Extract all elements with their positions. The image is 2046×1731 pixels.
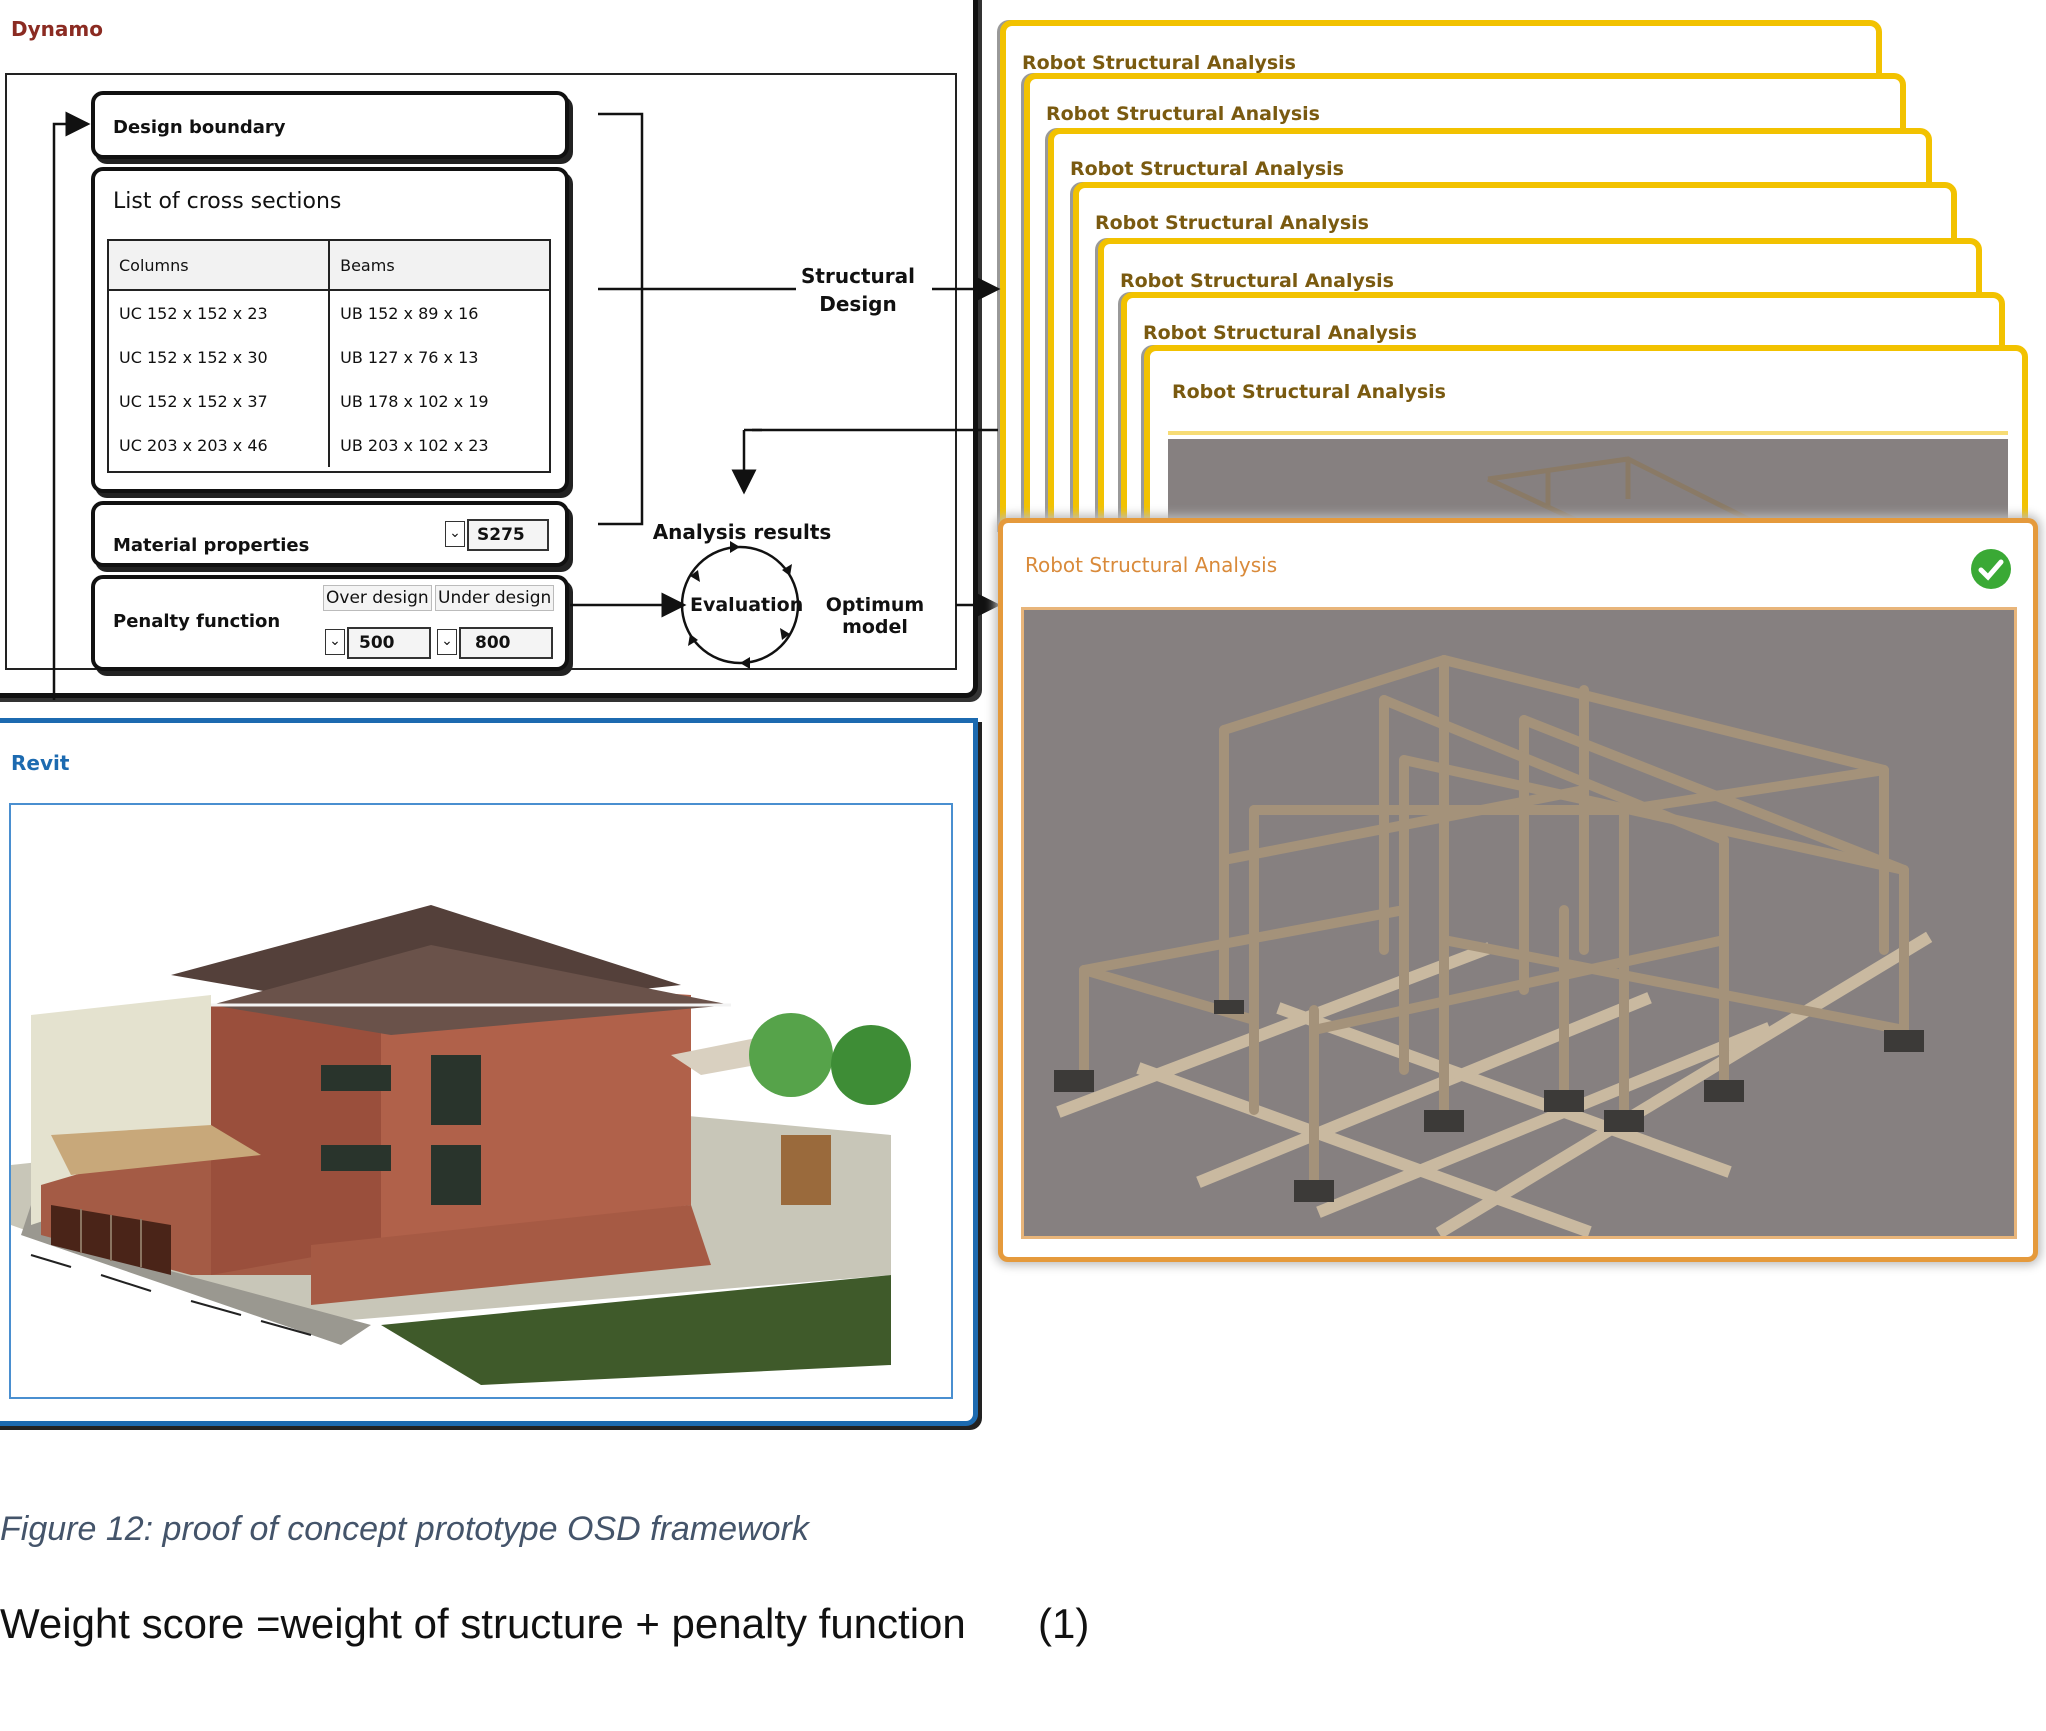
table-row: UC 152 x 152 x 23 UB 152 x 89 x 16 [109, 290, 549, 335]
beam-header: Beams [340, 255, 395, 275]
structural-design-label: Structural Design [801, 264, 915, 316]
check-icon [1971, 549, 2011, 589]
robot-window-title: Robot Structural Analysis [1046, 103, 1320, 125]
column-cell[interactable]: UC 152 x 152 x 23 [109, 290, 331, 335]
cross-sections-node[interactable]: List of cross sections Columns Beams UC … [91, 167, 569, 493]
material-dropdown[interactable]: ⌄ S275 [445, 519, 549, 551]
chevron-down-icon[interactable]: ⌄ [325, 629, 345, 655]
robot-window-title: Robot Structural Analysis [1022, 52, 1296, 74]
robot-window-optimum: Robot Structural Analysis [998, 518, 2038, 1262]
table-row: UC 152 x 152 x 37 UB 178 x 102 x 19 [109, 379, 549, 423]
house-render [11, 905, 911, 1385]
material-properties-label: Material properties [113, 535, 310, 556]
column-cell[interactable]: UC 203 x 203 x 46 [109, 423, 331, 467]
penalty-function-node[interactable]: Penalty function Over design Under desig… [91, 575, 569, 671]
flow-connectors [52, 111, 1001, 700]
revit-viewport[interactable] [9, 803, 953, 1399]
beam-cell[interactable]: UB 178 x 102 x 19 [340, 391, 489, 411]
robot-window-title: Robot Structural Analysis [1172, 381, 1446, 403]
structural-frame-model [1054, 655, 1933, 1239]
dynamo-title: Dynamo [11, 17, 103, 41]
design-boundary-label: Design boundary [113, 117, 286, 138]
column-header: Columns [109, 241, 331, 290]
optimum-model-label: Optimum model [825, 594, 925, 638]
over-design-label: Over design [323, 585, 432, 611]
under-design-label: Under design [435, 585, 555, 611]
revit-title: Revit [11, 751, 70, 775]
robot-window-title: Robot Structural Analysis [1095, 212, 1369, 234]
column-cell[interactable]: UC 152 x 152 x 30 [109, 335, 331, 379]
robot-window-title: Robot Structural Analysis [1120, 270, 1394, 292]
beam-cell[interactable]: UB 203 x 102 x 23 [340, 435, 489, 455]
analysis-results-label: Analysis results [652, 520, 832, 544]
over-design-value: 500 [347, 627, 431, 659]
cross-sections-title: List of cross sections [113, 189, 342, 214]
beam-cell[interactable]: UB 127 x 76 x 13 [340, 347, 479, 367]
penalty-function-label: Penalty function [113, 611, 281, 632]
robot-window-title: Robot Structural Analysis [1143, 322, 1417, 344]
structural-model-viewport[interactable] [1021, 607, 2017, 1239]
table-row: UC 203 x 203 x 46 UB 203 x 102 x 23 [109, 423, 549, 467]
cross-sections-table: Columns Beams UC 152 x 152 x 23 UB 152 x … [107, 239, 551, 473]
chevron-down-icon[interactable]: ⌄ [445, 521, 465, 547]
under-design-dropdown[interactable]: ⌄ 800 [437, 627, 553, 659]
robot-window-title: Robot Structural Analysis [1070, 158, 1344, 180]
column-cell[interactable]: UC 152 x 152 x 37 [109, 379, 331, 423]
table-row: UC 152 x 152 x 30 UB 127 x 76 x 13 [109, 335, 549, 379]
design-boundary-node[interactable]: Design boundary [91, 91, 569, 159]
material-value: S275 [467, 519, 549, 551]
over-design-dropdown[interactable]: ⌄ 500 [325, 627, 431, 659]
under-design-value: 800 [459, 627, 553, 659]
viewport-border [1168, 431, 2008, 435]
material-properties-node[interactable]: Material properties ⌄ S275 [91, 501, 569, 567]
figure-caption: Figure 12: proof of concept prototype OS… [0, 1510, 809, 1548]
chevron-down-icon[interactable]: ⌄ [437, 629, 457, 655]
equation-number: (1) [1038, 1600, 1090, 1647]
robot-front-title: Robot Structural Analysis [1025, 553, 1278, 577]
equation: Weight score =weight of structure + pena… [0, 1600, 966, 1647]
dynamo-window: Dynamo Design boundary List of cross sec… [0, 0, 978, 698]
beam-cell[interactable]: UB 152 x 89 x 16 [340, 303, 479, 323]
revit-window: Revit [0, 718, 978, 1426]
evaluation-label: Evaluation [690, 594, 804, 616]
